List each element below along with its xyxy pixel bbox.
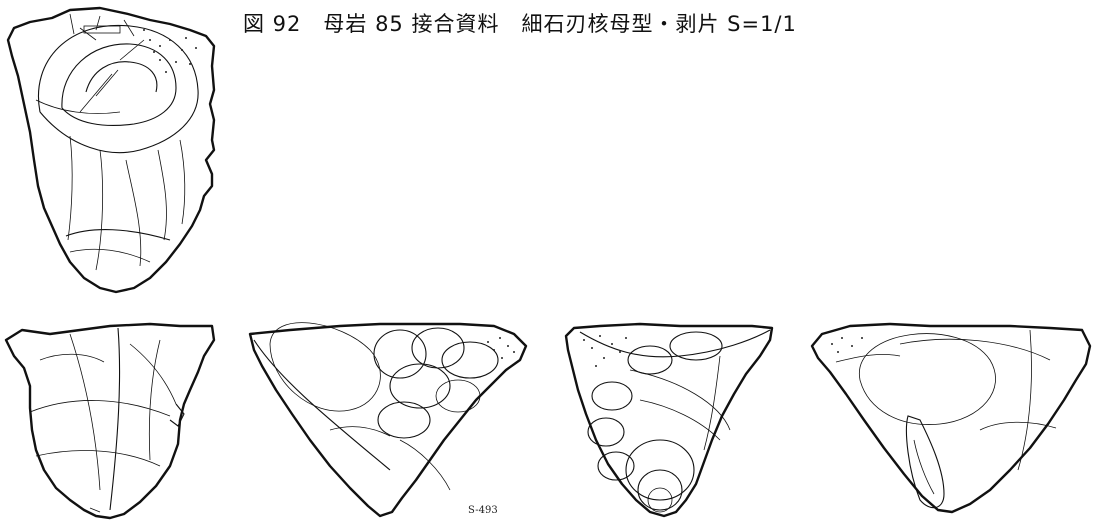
artifact-face-view-2 [248,322,528,518]
specimen-id-label: S-493 [468,505,498,516]
cortex-stipple [143,29,197,73]
cortex-stipple [831,337,863,353]
artifact-face-view-3 [564,322,774,518]
figure-title: 図 92 母岩 85 接合資料 細石刃核母型・剥片 S=1/1 [243,12,797,36]
artifact-face-view-4 [810,322,1092,514]
artifact-face-view-1 [4,322,216,520]
cortex-stipple [583,335,627,367]
cortex-stipple [487,337,515,359]
artifact-top-view [6,6,216,294]
